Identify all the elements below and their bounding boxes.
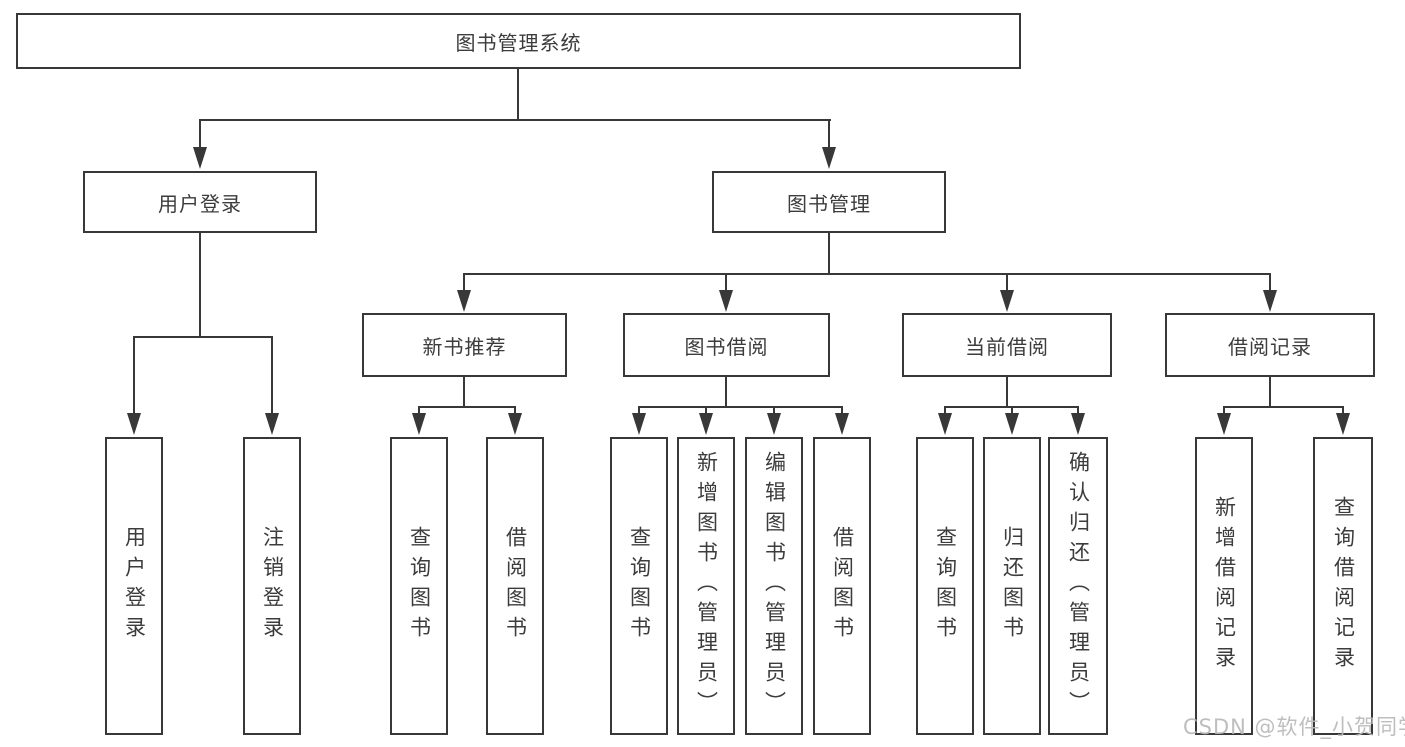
connector-m1-vline xyxy=(725,377,727,406)
leaf-recommend-borrow-book-label: 借阅图书 xyxy=(503,526,528,646)
leaf-logout-label: 注销登录 xyxy=(260,526,285,646)
arrow-down-icon xyxy=(767,413,781,435)
connector-mgmt-hline xyxy=(463,273,1271,275)
connector-stem xyxy=(1269,273,1271,292)
arrow-down-icon xyxy=(1217,413,1231,435)
connector-stem xyxy=(638,406,640,415)
connector-stem xyxy=(418,406,420,415)
leaf-borrow-book-label: 借阅图书 xyxy=(830,526,855,646)
arrow-down-icon xyxy=(938,413,952,435)
arrow-down-icon xyxy=(835,413,849,435)
connector-stem xyxy=(841,406,843,415)
arrow-down-icon xyxy=(508,413,522,435)
node-book-borrow: 图书借阅 xyxy=(623,313,830,377)
leaf-current-query-book-label: 查询图书 xyxy=(933,526,958,646)
arrow-down-icon xyxy=(265,413,279,435)
arrow-down-icon xyxy=(822,147,836,169)
connector-stem xyxy=(199,119,201,149)
connector-mgmt-vline xyxy=(828,233,830,273)
leaf-confirm-return-admin-label: 确认归还（管理员） xyxy=(1066,451,1091,721)
connector-stem xyxy=(271,336,273,415)
connector-stem xyxy=(1223,406,1225,415)
leaf-user-login: 用户登录 xyxy=(105,437,163,735)
leaf-recommend-query-book-label: 查询图书 xyxy=(407,526,432,646)
connector-m0-hline xyxy=(418,406,516,408)
leaf-borrow-book: 借阅图书 xyxy=(813,437,871,735)
connector-stem xyxy=(1077,406,1079,415)
arrow-down-icon xyxy=(1005,413,1019,435)
arrow-down-icon xyxy=(632,413,646,435)
leaf-add-book-admin: 新增图书（管理员） xyxy=(677,437,735,735)
connector-stem xyxy=(1006,273,1008,292)
leaf-edit-book-admin-label: 编辑图书（管理员） xyxy=(762,451,787,721)
leaf-query-borrow-record: 查询借阅记录 xyxy=(1313,437,1373,735)
node-new-book-recommend: 新书推荐 xyxy=(362,313,567,377)
node-borrow-record-label: 借阅记录 xyxy=(1228,334,1312,359)
connector-m2-vline xyxy=(1006,377,1008,406)
node-borrow-record: 借阅记录 xyxy=(1165,313,1375,377)
connector-m3-hline xyxy=(1223,406,1344,408)
arrow-down-icon xyxy=(127,413,141,435)
leaf-borrow-query-book: 查询图书 xyxy=(610,437,668,735)
arrow-down-icon xyxy=(1336,413,1350,435)
arrow-down-icon xyxy=(699,413,713,435)
connector-login-vline xyxy=(199,233,201,336)
node-current-borrow: 当前借阅 xyxy=(902,313,1112,377)
leaf-return-book: 归还图书 xyxy=(983,437,1041,735)
connector-stem xyxy=(705,406,707,415)
arrow-down-icon xyxy=(719,290,733,312)
connector-m1-hline xyxy=(638,406,843,408)
leaf-user-login-label: 用户登录 xyxy=(122,526,147,646)
connector-stem xyxy=(773,406,775,415)
leaf-recommend-query-book: 查询图书 xyxy=(390,437,448,735)
leaf-return-book-label: 归还图书 xyxy=(1000,526,1025,646)
node-user-login: 用户登录 xyxy=(83,171,317,233)
node-book-management-label: 图书管理 xyxy=(787,191,871,216)
connector-m0-vline xyxy=(463,377,465,406)
connector-stem xyxy=(1011,406,1013,415)
arrow-down-icon xyxy=(1071,413,1085,435)
connector-stem xyxy=(725,273,727,292)
node-root-label: 图书管理系统 xyxy=(455,30,582,55)
node-root: 图书管理系统 xyxy=(16,13,1021,69)
arrow-down-icon xyxy=(1263,290,1277,312)
csdn-watermark: CSDN @软件_小贺同学 xyxy=(1183,715,1405,739)
arrow-down-icon xyxy=(457,290,471,312)
arrow-down-icon xyxy=(1000,290,1014,312)
connector-stem xyxy=(514,406,516,415)
leaf-confirm-return-admin: 确认归还（管理员） xyxy=(1048,437,1108,735)
leaf-add-borrow-record-label: 新增借阅记录 xyxy=(1212,496,1237,676)
leaf-add-borrow-record: 新增借阅记录 xyxy=(1195,437,1253,735)
connector-root-vline xyxy=(517,69,519,119)
node-current-borrow-label: 当前借阅 xyxy=(965,334,1049,359)
leaf-add-book-admin-label: 新增图书（管理员） xyxy=(694,451,719,721)
connector-stem xyxy=(1342,406,1344,415)
node-user-login-label: 用户登录 xyxy=(158,191,242,216)
leaf-edit-book-admin: 编辑图书（管理员） xyxy=(745,437,803,735)
leaf-recommend-borrow-book: 借阅图书 xyxy=(486,437,544,735)
leaf-logout: 注销登录 xyxy=(243,437,301,735)
node-new-book-recommend-label: 新书推荐 xyxy=(422,334,507,359)
leaf-current-query-book: 查询图书 xyxy=(916,437,974,735)
connector-m3-vline xyxy=(1269,377,1271,406)
connector-stem xyxy=(944,406,946,415)
connector-root-hline xyxy=(199,119,831,121)
connector-login-hline xyxy=(133,336,273,338)
leaf-borrow-query-book-label: 查询图书 xyxy=(627,526,652,646)
connector-stem xyxy=(828,119,830,149)
connector-stem xyxy=(133,336,135,415)
connector-stem xyxy=(463,273,465,292)
leaf-query-borrow-record-label: 查询借阅记录 xyxy=(1331,496,1356,676)
node-book-management: 图书管理 xyxy=(712,171,946,233)
arrow-down-icon xyxy=(412,413,426,435)
arrow-down-icon xyxy=(193,147,207,169)
node-book-borrow-label: 图书借阅 xyxy=(684,334,769,359)
